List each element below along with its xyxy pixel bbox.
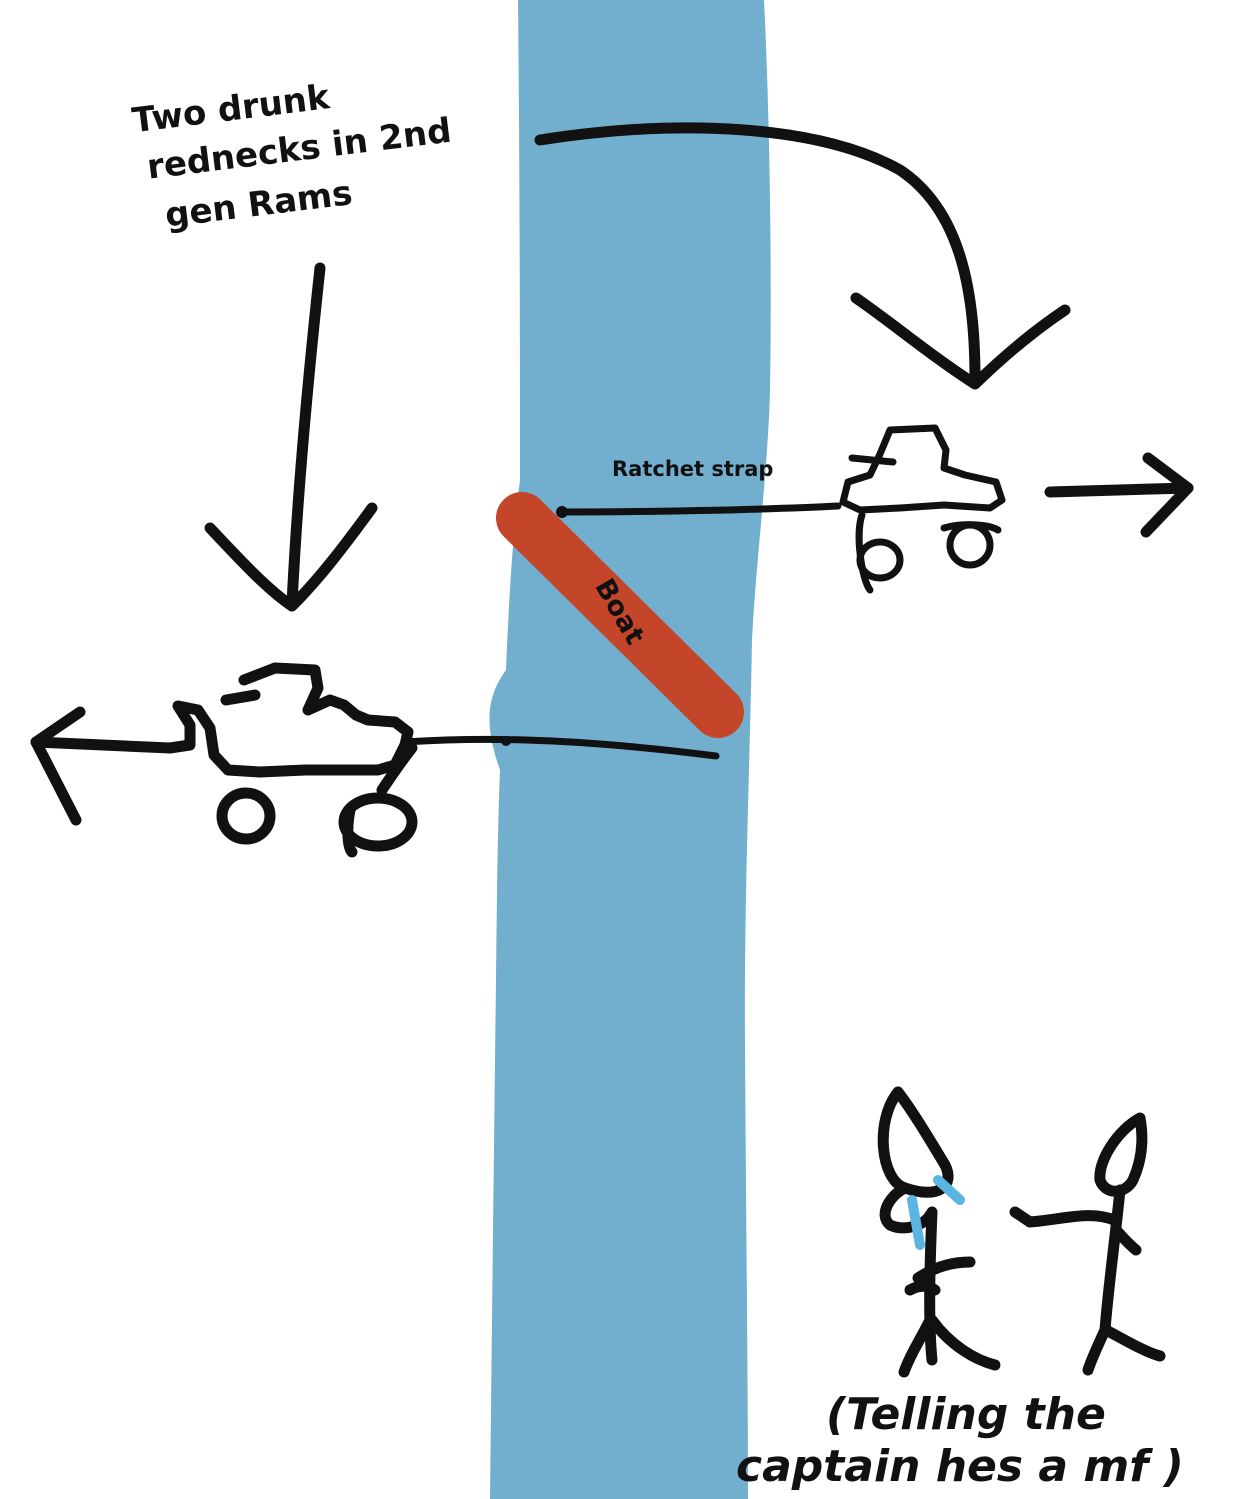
caption-rednecks: Two drunk rednecks in 2nd gen Rams (130, 77, 454, 236)
ratchet-strap-left (400, 735, 720, 760)
caption-captain: (Telling the captain hes a mf ) (736, 1389, 1184, 1492)
caption-captain-line-2: captain hes a mf ) (736, 1441, 1184, 1492)
redneck-figure (1009, 1112, 1166, 1376)
captain-figure (877, 1086, 1001, 1378)
caption-captain-line-1: (Telling the (826, 1389, 1106, 1440)
arrow-right-icon (1044, 452, 1194, 538)
curved-arrow-icon (534, 122, 1071, 390)
boat: Boat (496, 492, 744, 738)
truck-right-icon (839, 424, 1006, 594)
arrow-left-icon (30, 706, 176, 826)
ratchet-strap-right (558, 502, 842, 516)
arrow-down-icon (204, 262, 378, 612)
truck-left-icon (164, 662, 418, 858)
strap-label: Ratchet strap (612, 457, 773, 481)
caption-rednecks-line-3: gen Rams (163, 173, 355, 236)
